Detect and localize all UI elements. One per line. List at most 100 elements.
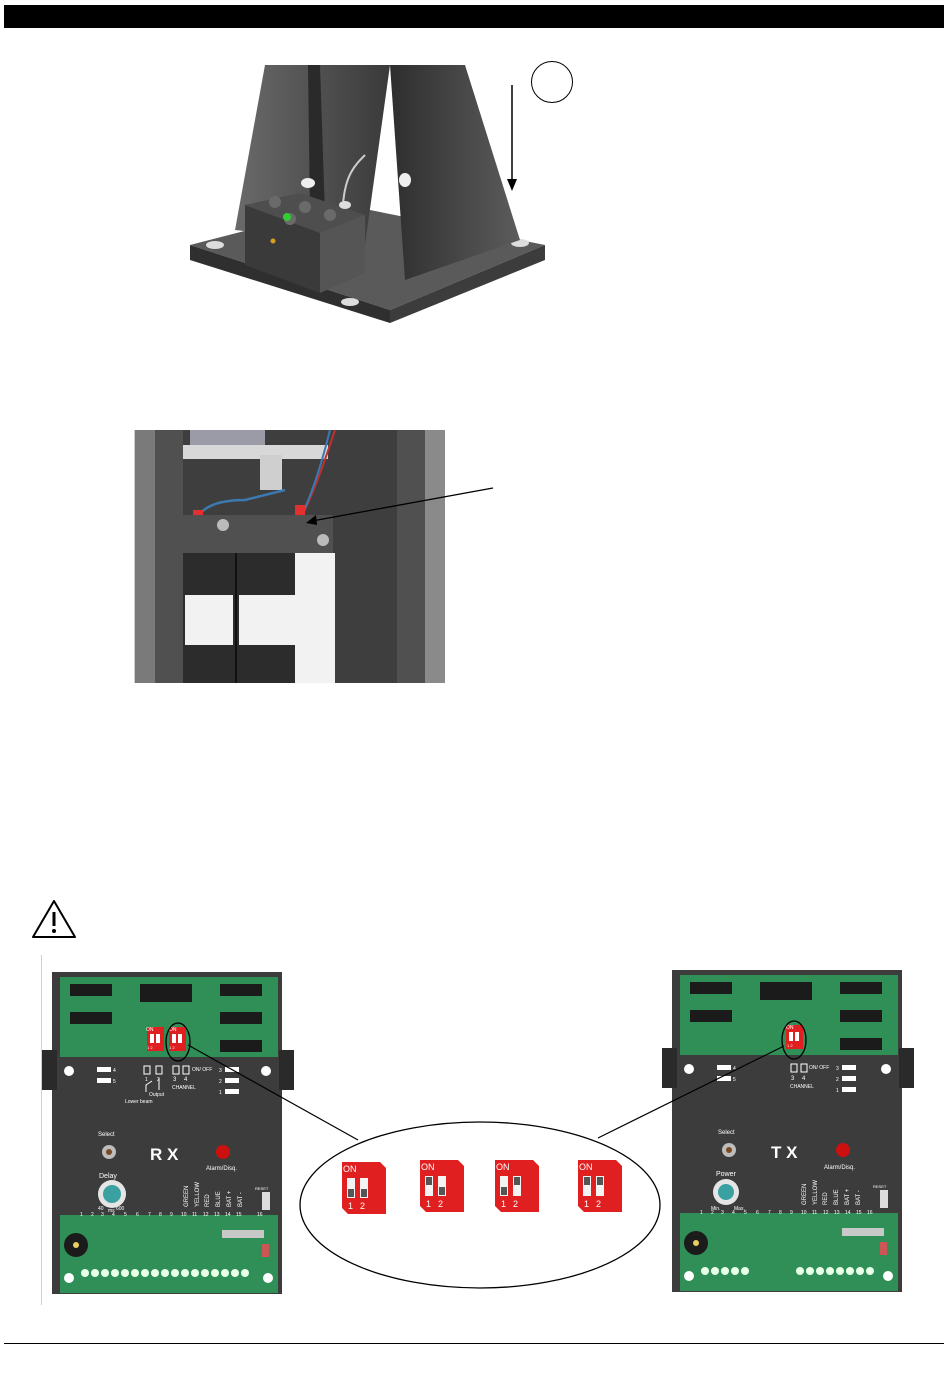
rx-terminal-red: RED bbox=[205, 1194, 211, 1207]
rx-terminal-number: 5 bbox=[124, 1212, 127, 1218]
tx-led-r3: 3 bbox=[836, 1066, 839, 1072]
dip2-num1: 1 bbox=[426, 1199, 431, 1209]
tx-terminal-number: 7 bbox=[768, 1210, 771, 1216]
wiring-pointer-arrow bbox=[306, 487, 494, 525]
tx-led-r1: 1 bbox=[836, 1088, 839, 1094]
tx-switch-onoff: ON/ OFF bbox=[809, 1065, 829, 1071]
tx-dip-highlight-ring bbox=[781, 1020, 807, 1060]
tx-reset-label: RESET bbox=[873, 1184, 887, 1189]
dip3-num2: 2 bbox=[513, 1199, 518, 1209]
rx-terminal-number: 7 bbox=[148, 1212, 151, 1218]
rx-delay-unit: ms bbox=[108, 1208, 115, 1214]
rx-terminal-number: 15 bbox=[236, 1212, 242, 1218]
tx-terminal-number: 1 bbox=[700, 1210, 703, 1216]
rx-terminal-number: 1 bbox=[80, 1212, 83, 1218]
rx-select-label: Select bbox=[98, 1132, 115, 1138]
dip-detail-ellipse bbox=[299, 1121, 661, 1289]
tx-terminal-number: 14 bbox=[845, 1210, 851, 1216]
dip3-on-label: ON bbox=[496, 1162, 510, 1172]
rx-terminal-number: 6 bbox=[136, 1212, 139, 1218]
tx-led-5: 5 bbox=[733, 1077, 736, 1083]
rx-terminal-blue: BLUE bbox=[216, 1191, 222, 1207]
rx-num-4: 4 bbox=[184, 1077, 188, 1083]
dip-switch-state-4: ON 1 2 bbox=[576, 1158, 624, 1219]
tx-terminal-red: RED bbox=[823, 1192, 829, 1205]
tx-callout-line bbox=[597, 1045, 785, 1139]
rx-lower-beam-label: Lower beam bbox=[125, 1099, 153, 1105]
tx-power-min: Min. bbox=[711, 1206, 720, 1212]
dip1-num1: 1 bbox=[348, 1201, 353, 1211]
footer-rule bbox=[4, 1343, 944, 1344]
rx-terminal-number: 11 bbox=[192, 1212, 197, 1218]
rx-terminal-bat-minus: BAT - bbox=[238, 1192, 244, 1207]
rx-terminal-yellow: YELLOW bbox=[195, 1182, 201, 1207]
dip-switch-state-3: ON 1 2 bbox=[493, 1158, 541, 1219]
rx-delay-max: 600 bbox=[116, 1206, 125, 1212]
rx-delay-min: 40 bbox=[98, 1206, 104, 1212]
rx-num-3: 3 bbox=[173, 1077, 177, 1083]
rx-terminal-number: 3 bbox=[101, 1212, 104, 1218]
tx-led-r2: 2 bbox=[836, 1077, 839, 1083]
dip3-num1: 1 bbox=[501, 1199, 506, 1209]
tx-terminal-number: 16 bbox=[867, 1210, 873, 1216]
down-arrow-icon bbox=[507, 85, 517, 191]
rx-led-5: 5 bbox=[113, 1079, 116, 1085]
rx-terminal-number: 4 bbox=[112, 1212, 115, 1218]
tx-terminal-number: 8 bbox=[779, 1210, 782, 1216]
tx-terminal-number: 4 bbox=[732, 1210, 735, 1216]
tx-terminal-blue: BLUE bbox=[834, 1189, 840, 1205]
rx-dip1-nums: 1 2 bbox=[147, 1045, 153, 1050]
rx-led-r2: 2 bbox=[219, 1079, 222, 1085]
rx-reset-label: RESET bbox=[255, 1186, 269, 1191]
tx-terminal-green: GREEN bbox=[802, 1184, 808, 1205]
rx-terminal-number: 10 bbox=[181, 1212, 187, 1218]
rx-led-r3: 3 bbox=[219, 1068, 222, 1074]
tx-num-3: 3 bbox=[791, 1076, 795, 1082]
tx-led-4: 4 bbox=[733, 1066, 736, 1072]
rx-callout-line bbox=[187, 1044, 359, 1141]
step-marker-circle bbox=[531, 61, 573, 103]
tx-select-label: Select bbox=[718, 1130, 735, 1136]
tx-terminal-number: 6 bbox=[756, 1210, 759, 1216]
tx-terminal-number: 10 bbox=[801, 1210, 807, 1216]
tx-power-label: Power bbox=[716, 1171, 737, 1178]
tx-terminal-bat-minus: BAT - bbox=[856, 1190, 862, 1205]
tx-power-max: Max. bbox=[734, 1206, 745, 1212]
tx-terminal-number: 3 bbox=[721, 1210, 724, 1216]
figure-frame-line bbox=[41, 955, 42, 1305]
rx-num-1: 1 bbox=[145, 1077, 148, 1083]
tx-num-4: 4 bbox=[802, 1076, 806, 1082]
dip4-on-label: ON bbox=[579, 1162, 593, 1172]
rx-terminal-number: 14 bbox=[225, 1212, 231, 1218]
rx-dip2-nums: 1 2 bbox=[169, 1045, 175, 1050]
rx-terminal-green: GREEN bbox=[184, 1186, 190, 1207]
rx-terminal-number: 2 bbox=[91, 1212, 94, 1218]
tx-channel-label: CHANNEL bbox=[790, 1084, 814, 1090]
rx-switch-onoff: ON/ OFF bbox=[192, 1067, 212, 1073]
tx-terminal-number: 5 bbox=[744, 1210, 747, 1216]
dip1-num2: 2 bbox=[360, 1201, 365, 1211]
header-bar bbox=[4, 5, 944, 28]
dip2-num2: 2 bbox=[438, 1199, 443, 1209]
column-base-photo bbox=[190, 65, 545, 323]
rx-terminal-number: 13 bbox=[214, 1212, 220, 1218]
rx-dip1-on: ON bbox=[146, 1027, 154, 1033]
dip-switch-state-2: ON 1 2 bbox=[418, 1158, 466, 1219]
rx-output-label: Output bbox=[149, 1092, 165, 1098]
tx-board-id: T X bbox=[771, 1143, 798, 1162]
tx-dip-nums: 1 2 bbox=[787, 1043, 793, 1048]
rx-terminal-number: 12 bbox=[203, 1212, 209, 1218]
rx-terminal-number: 8 bbox=[159, 1212, 162, 1218]
dip-switch-state-1: ON 1 2 bbox=[340, 1160, 388, 1221]
tx-terminal-number: 12 bbox=[823, 1210, 829, 1216]
rx-terminal-number: 9 bbox=[170, 1212, 173, 1218]
tx-alarm-label: Alarm/Disq. bbox=[824, 1165, 855, 1171]
rx-num-2: 2 bbox=[157, 1077, 160, 1083]
rx-terminal-number: 16 bbox=[257, 1212, 263, 1218]
tx-terminal-number: 15 bbox=[856, 1210, 862, 1216]
rx-channel-label: CHANNEL bbox=[172, 1085, 196, 1091]
tx-terminal-bat-plus: BAT + bbox=[845, 1188, 851, 1205]
rx-board: ON 1 2 ON 1 2 4 5 3 2 1 ON/ OFF 1 2 3 4 … bbox=[42, 972, 294, 1294]
dip-callout bbox=[165, 1020, 807, 1289]
rx-dip-highlight-ring bbox=[165, 1022, 191, 1062]
